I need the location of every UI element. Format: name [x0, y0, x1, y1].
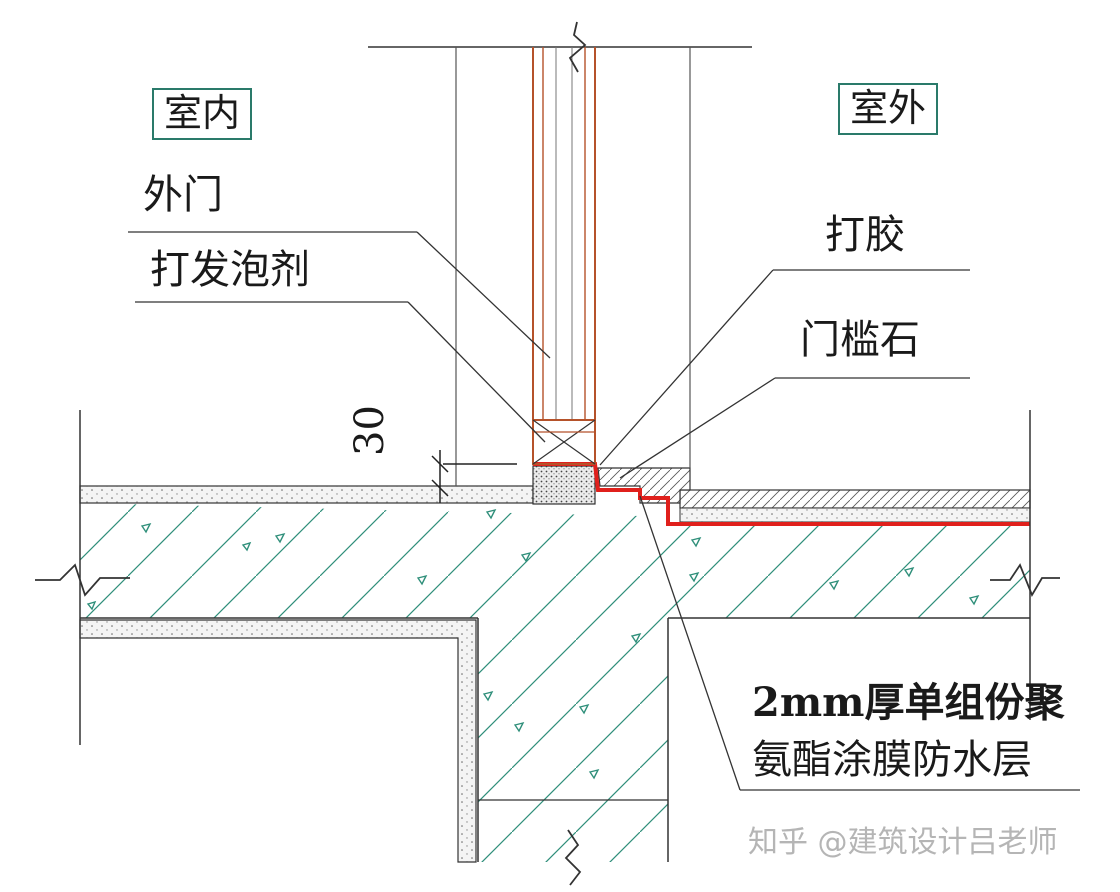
waterproof-label-line2: 氨酯涂膜防水层: [752, 737, 1032, 783]
foam-fill: [532, 465, 596, 505]
outer-door-label: 外门: [143, 172, 223, 218]
waterproof-membrane: [533, 462, 1030, 526]
dimension-label: 30: [347, 405, 393, 456]
leader-lines: [128, 231, 1080, 791]
sealant-label: 打胶: [825, 212, 905, 258]
outdoor-label: 室外: [838, 83, 939, 135]
outdoor-floor-layers: [679, 489, 1031, 523]
door-frame: [532, 47, 596, 465]
foam-label: 打发泡剂: [150, 247, 310, 293]
watermark: 知乎 @建筑设计吕老师: [748, 825, 1058, 860]
waterproof-label-line1: 2mm厚单组份聚: [752, 679, 1065, 726]
indoor-floor-screed: [79, 485, 534, 504]
indoor-label: 室内: [152, 88, 253, 140]
dimension-30-marker: [431, 450, 517, 503]
break-symbols: [35, 21, 1060, 886]
wall-opening-lines: [79, 46, 1031, 745]
concrete-structure: [80, 503, 1030, 862]
ceiling-plaster: [79, 619, 477, 863]
threshold-label: 门槛石: [800, 317, 920, 363]
